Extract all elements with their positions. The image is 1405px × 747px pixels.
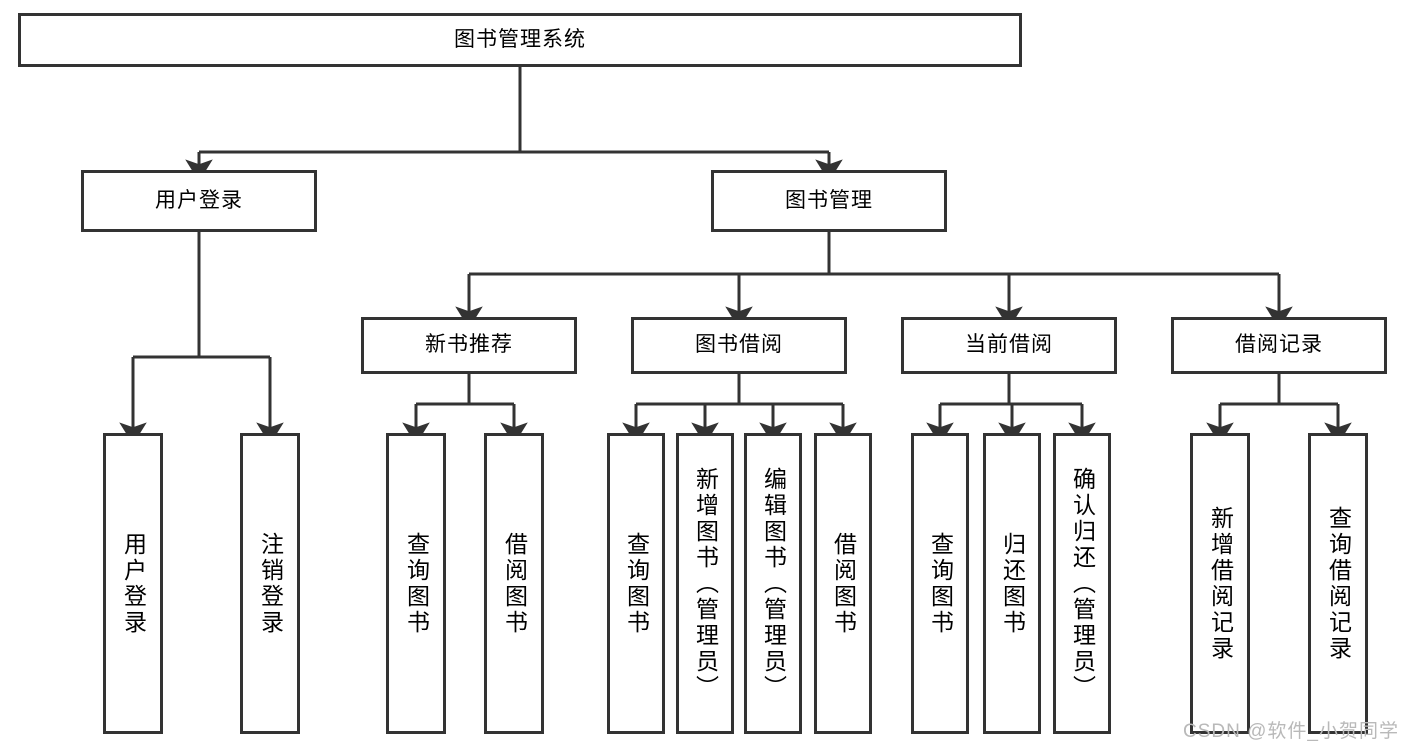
node-leaf-add-borrow-record-label: 新增借阅记录 xyxy=(1207,505,1234,662)
node-leaf-return-book-label: 归还图书 xyxy=(999,531,1026,636)
node-user-login-label: 用户登录 xyxy=(155,188,243,212)
node-book-management[interactable]: 图书管理 xyxy=(711,170,947,232)
node-leaf-user-logout[interactable]: 注销登录 xyxy=(240,433,300,734)
node-leaf-edit-book-admin-label: 编辑图书（管理员） xyxy=(760,466,787,701)
node-leaf-add-book-admin-label: 新增图书（管理员） xyxy=(692,466,719,701)
node-leaf-borrow-book-1-label: 借阅图书 xyxy=(501,531,528,636)
node-new-book-recommend-label: 新书推荐 xyxy=(425,333,513,357)
node-leaf-add-borrow-record[interactable]: 新增借阅记录 xyxy=(1190,433,1250,734)
node-current-borrow[interactable]: 当前借阅 xyxy=(901,317,1117,374)
node-leaf-query-borrow-record[interactable]: 查询借阅记录 xyxy=(1308,433,1368,734)
node-leaf-query-book-3[interactable]: 查询图书 xyxy=(911,433,969,734)
node-leaf-add-book-admin[interactable]: 新增图书（管理员） xyxy=(676,433,734,734)
node-borrow-record[interactable]: 借阅记录 xyxy=(1171,317,1387,374)
node-leaf-return-book[interactable]: 归还图书 xyxy=(983,433,1041,734)
node-leaf-confirm-return-admin-label: 确认归还（管理员） xyxy=(1069,466,1096,701)
node-root[interactable]: 图书管理系统 xyxy=(18,13,1022,67)
node-user-login[interactable]: 用户登录 xyxy=(81,170,317,232)
node-leaf-borrow-book-2-label: 借阅图书 xyxy=(830,531,857,636)
node-leaf-query-borrow-record-label: 查询借阅记录 xyxy=(1325,505,1352,662)
node-leaf-query-book-3-label: 查询图书 xyxy=(927,531,954,636)
node-book-borrow[interactable]: 图书借阅 xyxy=(631,317,847,374)
node-current-borrow-label: 当前借阅 xyxy=(965,333,1053,357)
node-book-borrow-label: 图书借阅 xyxy=(695,333,783,357)
node-leaf-user-login-label: 用户登录 xyxy=(120,531,147,636)
node-leaf-query-book-2[interactable]: 查询图书 xyxy=(607,433,665,734)
node-book-management-label: 图书管理 xyxy=(785,188,873,212)
node-borrow-record-label: 借阅记录 xyxy=(1235,333,1323,357)
node-leaf-edit-book-admin[interactable]: 编辑图书（管理员） xyxy=(744,433,802,734)
node-root-label: 图书管理系统 xyxy=(454,27,586,51)
watermark-text: CSDN @软件_小贺同学 xyxy=(1183,721,1399,742)
node-leaf-query-book-1[interactable]: 查询图书 xyxy=(386,433,446,734)
node-leaf-borrow-book-2[interactable]: 借阅图书 xyxy=(814,433,872,734)
node-leaf-borrow-book-1[interactable]: 借阅图书 xyxy=(484,433,544,734)
node-leaf-user-login[interactable]: 用户登录 xyxy=(103,433,163,734)
node-leaf-query-book-2-label: 查询图书 xyxy=(623,531,650,636)
node-leaf-confirm-return-admin[interactable]: 确认归还（管理员） xyxy=(1053,433,1111,734)
node-new-book-recommend[interactable]: 新书推荐 xyxy=(361,317,577,374)
node-leaf-user-logout-label: 注销登录 xyxy=(257,531,284,636)
node-leaf-query-book-1-label: 查询图书 xyxy=(403,531,430,636)
